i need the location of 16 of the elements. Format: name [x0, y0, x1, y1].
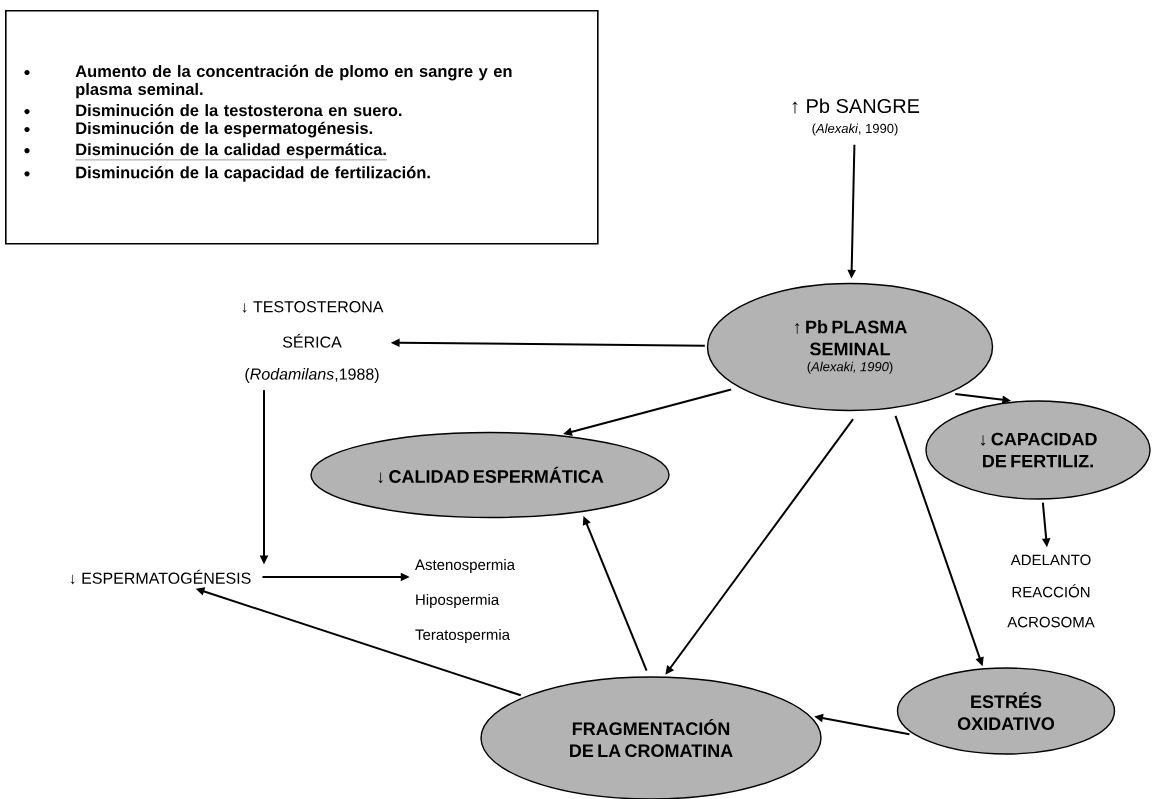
bullet-list-box [5, 10, 599, 245]
ellipse-node: ↓ CALIDAD ESPERMÁTICA [310, 431, 670, 519]
list-item: Disminución de la capacidad de fertilización. [76, 166, 430, 182]
list-item: Aumento de la concentración de plomo en sangre y en plasma seminal. [75, 64, 512, 99]
ellipse-node: ↓ CAPACIDAD DE FERTILIZ. [925, 400, 1151, 500]
ellipse-node: ↑ Pb PLASMA SEMINAL (Alexaki, 1990) [706, 282, 994, 412]
list-item: Disminución de la calidad espermática. [75, 142, 388, 161]
list-item: Disminución de la testosterona en suero. [76, 103, 402, 117]
text-label: ↑ Pb SANGRE (Alexaki, 1990) [792, 98, 920, 136]
text-label: Astenospermia Hipospermia Teratospermia [415, 559, 515, 643]
ellipse-node: ESTRÉS OXIDATIVO [896, 667, 1116, 755]
text-label: ↓ ESPERMATOGÉNESIS [70, 569, 251, 585]
text-label: ADELANTO REACCIÓN ACROSOMA [1007, 554, 1095, 628]
list-item: Disminución de la espermatogénesis. [76, 121, 373, 138]
ellipse-node: FRAGMENTACIÓN DE LA CROMATINA [480, 676, 822, 799]
text-label: ↓ TESTOSTERONA SÉRICA (Rodamilans,1988) [242, 301, 384, 383]
